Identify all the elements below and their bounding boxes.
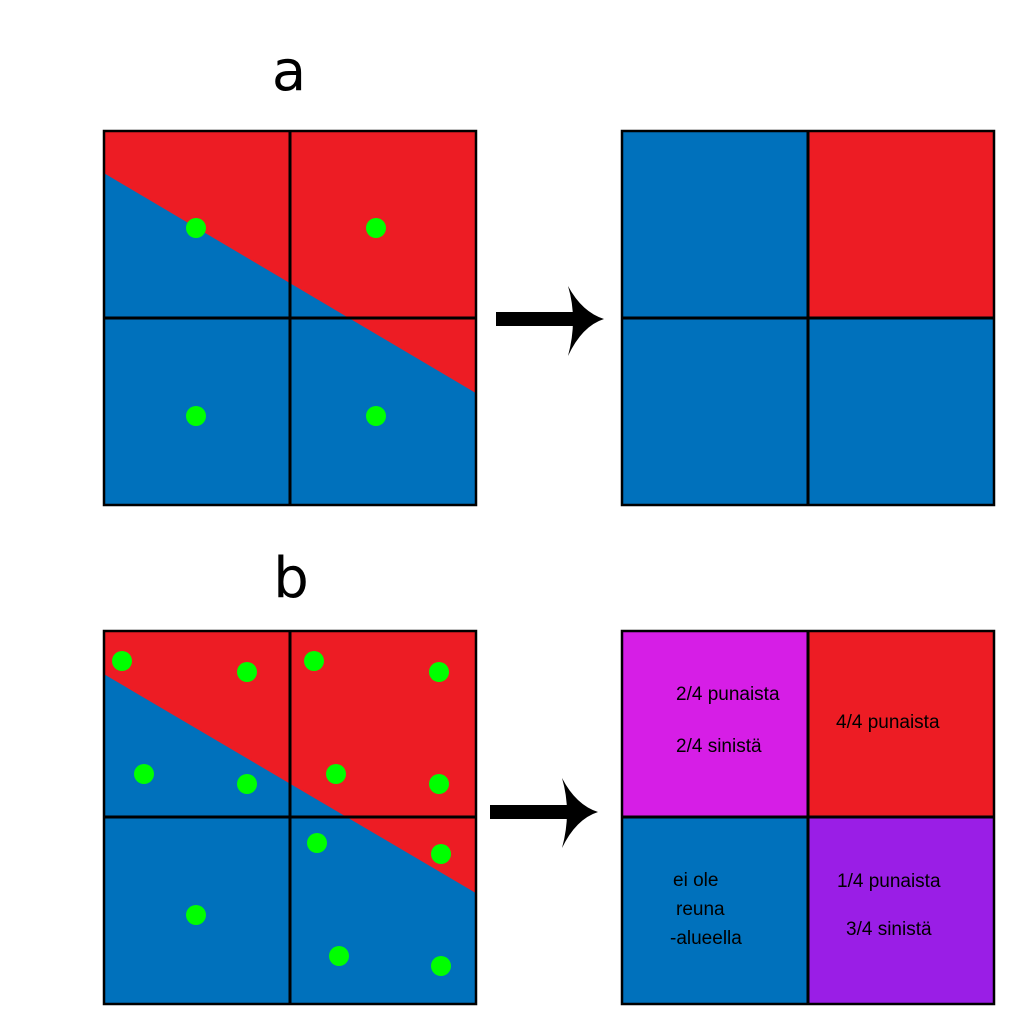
sample-point: [431, 844, 451, 864]
panel-b-result-grid-border: [620, 629, 996, 1006]
cell-text-bottom-right-line-1: 1/4 punaista: [837, 871, 941, 892]
panel-b-result-grid: 2/4 punaista 2/4 sinistä 4/4 punaista ei…: [620, 629, 996, 1006]
sample-point: [186, 406, 206, 426]
arrow-right-icon: [490, 778, 598, 848]
sample-point: [304, 651, 324, 671]
cell-text-top-left-line-2: 2/4 sinistä: [676, 736, 762, 757]
cell-text-bottom-left-line-1: ei ole: [673, 870, 718, 891]
sample-point: [186, 905, 206, 925]
panel-a-result-cell-top-right: [808, 131, 994, 318]
panel-b-label: b: [273, 546, 309, 611]
cell-text-top-right-line-1: 4/4 punaista: [836, 712, 940, 733]
cell-text-top-left-line-1: 2/4 punaista: [676, 684, 780, 705]
sample-point: [366, 406, 386, 426]
panel-a-result-cell-top-left: [622, 131, 808, 318]
panel-a-result-grid-border: [620, 129, 996, 507]
arrow-right-icon: [496, 286, 604, 356]
sample-point: [237, 662, 257, 682]
panel-b-input-grid: [102, 629, 478, 1006]
panel-a-result-cell-bottom-right: [808, 318, 994, 505]
cell-text-bottom-right-line-2: 3/4 sinistä: [846, 919, 932, 940]
sample-point: [326, 764, 346, 784]
panel-a-result-cell-bottom-left: [622, 318, 808, 505]
panel-b-result-cell-top-right: [808, 631, 994, 817]
panel-a-grid-border: [102, 129, 478, 507]
sample-point: [429, 774, 449, 794]
sample-point: [366, 218, 386, 238]
panel-b-result-cell-bottom-left: [622, 817, 808, 1004]
panel-b-grid-border: [102, 629, 478, 1006]
panel-b-result-cell-top-left: [622, 631, 808, 817]
panel-a-input-grid: [102, 129, 478, 507]
sample-point: [429, 662, 449, 682]
sample-point: [307, 833, 327, 853]
sample-point: [431, 956, 451, 976]
panel-a-label: a: [272, 39, 306, 104]
cell-text-bottom-left-line-2: reuna: [676, 899, 725, 920]
cell-text-bottom-left-line-3: -alueella: [670, 928, 742, 949]
sample-point: [329, 946, 349, 966]
sample-point: [237, 774, 257, 794]
sample-point: [134, 764, 154, 784]
panel-b-result-cell-bottom-right: [808, 817, 994, 1004]
sample-point: [112, 651, 132, 671]
sample-point: [186, 218, 206, 238]
panel-a-result-grid: [620, 129, 996, 507]
